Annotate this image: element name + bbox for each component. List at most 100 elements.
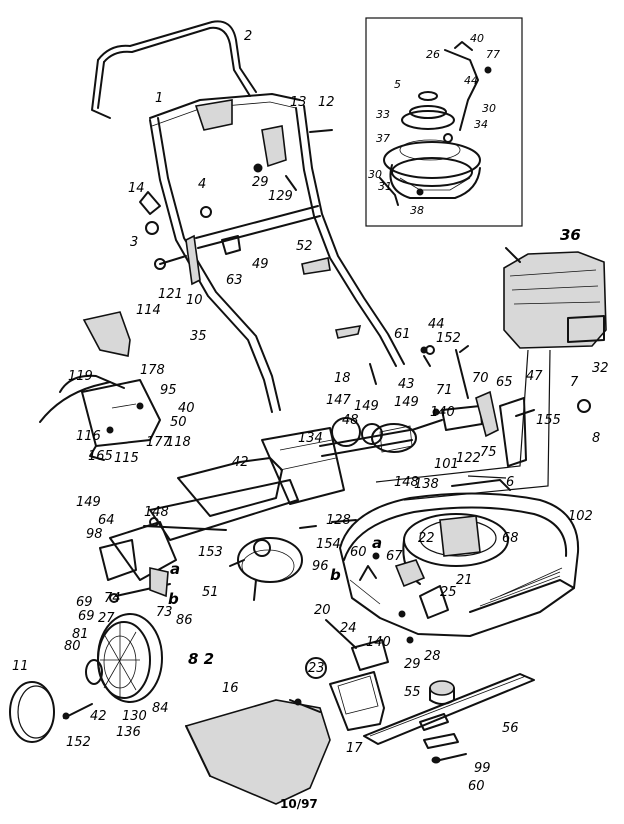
callout-84: 84	[152, 701, 169, 716]
bag-frame-17	[329, 671, 385, 731]
callout-121: 121	[158, 287, 183, 302]
callout-129: 129	[268, 189, 293, 204]
callout-152-lower: 152	[66, 735, 91, 750]
callout-4: 4	[198, 177, 206, 192]
callout-149-middle: 149	[354, 399, 379, 414]
front-axle-area	[99, 517, 227, 603]
callout-101: 101	[434, 457, 459, 472]
callout-118: 118	[166, 435, 191, 450]
callout-22: 22	[418, 531, 435, 546]
callout-64: 64	[98, 513, 115, 528]
callout-119: 119	[68, 369, 93, 384]
callout-24: 24	[340, 621, 357, 636]
callout-128: 128	[326, 513, 351, 528]
inset-detail	[365, 17, 523, 227]
callout-b-right: b	[330, 566, 341, 584]
blade-bolt	[423, 733, 467, 764]
callout-50: 50	[170, 415, 187, 430]
callout-99: 99	[474, 761, 491, 776]
callout-37: 37	[376, 132, 390, 145]
linkage-rod	[444, 49, 479, 131]
callout-labels: 2 1 13 12 29 129 14 4 3 49 63 52 121 10 …	[12, 29, 609, 811]
callout-34: 34	[474, 118, 488, 131]
callout-32: 32	[592, 361, 609, 376]
callout-49: 49	[252, 257, 269, 272]
callout-40-inset: 40	[470, 32, 484, 45]
callout-82: 8 2	[188, 650, 214, 668]
callout-31: 31	[378, 180, 392, 193]
handle-assembly	[91, 20, 405, 413]
wheel-bolt	[62, 703, 93, 720]
callout-147: 147	[326, 393, 352, 408]
bag-16	[184, 699, 331, 805]
callout-7: 7	[570, 375, 579, 390]
callout-20: 20	[314, 603, 331, 618]
callout-75: 75	[480, 445, 497, 460]
callout-18: 18	[334, 371, 351, 386]
callout-136: 136	[116, 725, 141, 740]
callout-33: 33	[376, 108, 390, 121]
callout-152-upper: 152	[436, 331, 461, 346]
callout-148-middle: 148	[394, 475, 419, 490]
callout-140-upper: 140	[430, 405, 455, 420]
callout-10: 10	[186, 293, 203, 308]
mower-deck-102	[339, 492, 580, 637]
callout-29-upper: 29	[252, 175, 269, 190]
callout-8: 8	[592, 431, 600, 446]
callout-60-deck: 60	[350, 545, 367, 560]
gear-138	[371, 423, 417, 453]
motor-mount-68	[439, 515, 481, 557]
callout-165: 165	[88, 449, 113, 464]
callout-2: 2	[244, 29, 252, 44]
callout-3: 3	[130, 235, 138, 250]
callout-38: 38	[410, 204, 424, 217]
axle-shaft	[319, 429, 411, 447]
callout-68: 68	[502, 531, 519, 546]
callout-67: 67	[386, 549, 403, 564]
callout-1: 1	[155, 91, 163, 106]
callout-26: 26	[426, 48, 440, 61]
deflector-114	[82, 311, 131, 357]
callout-30-inset-right: 30	[482, 102, 496, 115]
callout-115: 115	[114, 451, 139, 466]
callout-52: 52	[296, 239, 313, 254]
callout-71: 71	[436, 383, 453, 398]
frame-42	[177, 457, 283, 517]
callout-5: 5	[394, 78, 401, 91]
callout-140-lower: 140	[366, 635, 391, 650]
callout-114: 114	[136, 303, 161, 318]
callout-17: 17	[346, 741, 363, 756]
callout-12: 12	[318, 95, 335, 110]
callout-6: 6	[506, 475, 514, 490]
callout-61: 61	[394, 327, 411, 342]
callout-130: 130	[122, 709, 147, 724]
callout-134: 134	[298, 431, 323, 446]
callout-65: 65	[496, 375, 513, 390]
callout-69-b: 69	[78, 609, 95, 624]
inset-frame	[365, 17, 523, 227]
rear-frame	[149, 345, 591, 541]
misc-hardware	[299, 345, 507, 644]
callout-69-a: 69	[76, 595, 93, 610]
callout-116: 116	[76, 429, 101, 444]
callout-21: 21	[456, 573, 473, 588]
callout-13: 13	[290, 95, 307, 110]
callout-138: 138	[414, 477, 439, 492]
callout-48: 48	[342, 413, 359, 428]
callout-178: 178	[140, 363, 165, 378]
grass-bag	[184, 619, 389, 805]
callout-86: 86	[176, 613, 193, 628]
control-box	[194, 99, 233, 131]
callout-23: 23	[308, 661, 325, 676]
callout-77: 77	[486, 48, 500, 61]
callout-154: 154	[316, 537, 341, 552]
callout-70: 70	[472, 371, 489, 386]
callout-a-left: a	[170, 560, 180, 578]
drive-pulley	[229, 537, 303, 601]
callout-149-left: 149	[76, 495, 101, 510]
blade-adapter-55	[429, 680, 455, 705]
hubcap-11	[9, 681, 55, 743]
callout-51: 51	[202, 585, 219, 600]
callout-a-right: a	[372, 534, 382, 552]
